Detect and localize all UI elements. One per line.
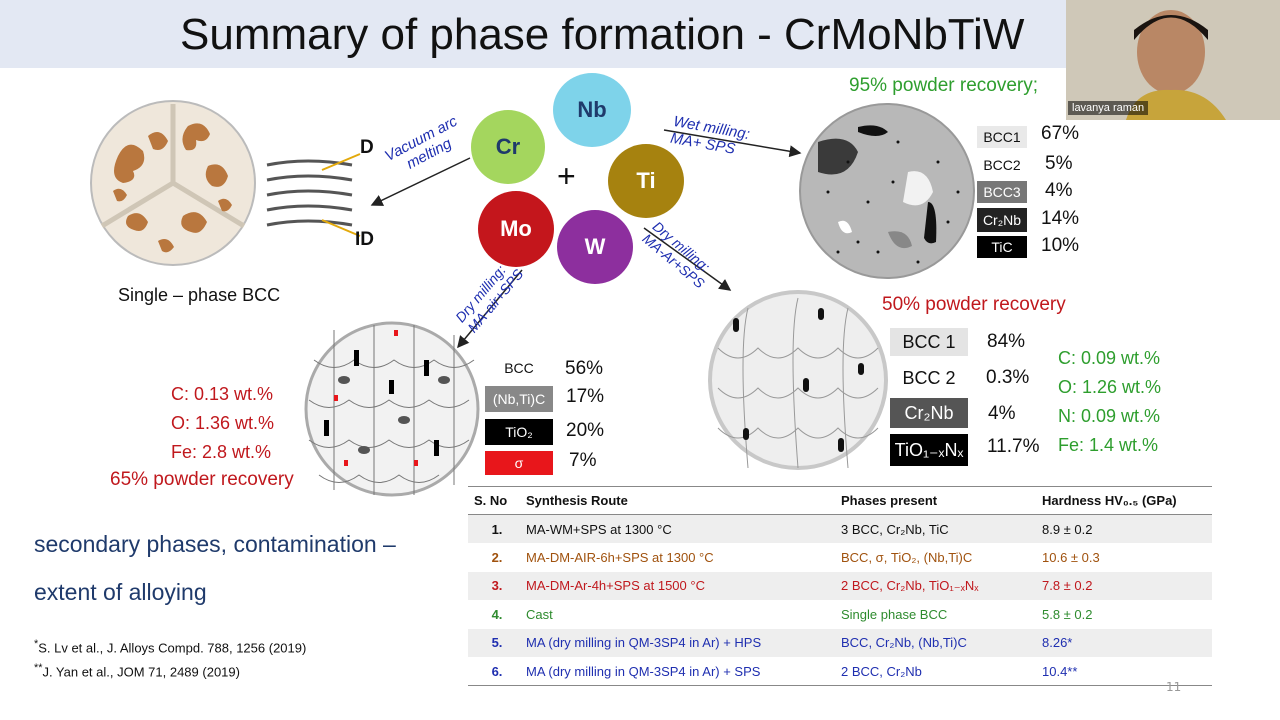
table-cell-route: MA (dry milling in QM-3SP4 in Ar) + HPS	[520, 628, 835, 657]
dry-air-microstructure	[304, 321, 480, 497]
element-nb: Nb	[553, 73, 631, 147]
table-cell-no: 2.	[491, 549, 503, 565]
wet-phase-bcc2: BCC2	[977, 154, 1027, 176]
table-cell-phases: 2 BCC, Cr₂Nb, TiO₁₋ₓNₓ	[835, 571, 1036, 600]
table-cell-phases: 3 BCC, Cr₂Nb, TiC	[835, 514, 1036, 543]
cast-phase-label: Single – phase BCC	[118, 285, 281, 305]
dry-air-phase-bcc: BCC	[485, 357, 553, 379]
element-mo: Mo	[478, 191, 554, 267]
reference-item: *S. Lv et al., J. Alloys Compd. 788, 125…	[34, 638, 307, 656]
dry-ar-microstructure	[708, 290, 888, 470]
table-cell-no: 1.	[468, 514, 520, 543]
table-cell-no: 3.	[468, 571, 520, 600]
presenter-name: lavanya raman	[1068, 101, 1149, 115]
dry-air-phase-tio2: TiO₂	[485, 419, 553, 445]
dry-ar-phase-tion: TiO₁₋ₓNₓ	[890, 434, 968, 466]
dry-air-phase-sigma: σ	[485, 451, 553, 475]
element-ti: Ti	[608, 144, 684, 218]
wet-pct-bcc3: 4%	[1045, 180, 1073, 201]
table-cell-phases: 2 BCC, Cr₂Nb	[835, 657, 1036, 686]
wet-milling-microstructure	[799, 103, 975, 279]
dry-air-recovery: 65% powder recovery	[110, 469, 294, 490]
table-cell-route: MA-WM+SPS at 1300 °C	[520, 514, 835, 543]
dendrite-diagram	[266, 153, 361, 237]
wet-phase-cr2nb: Cr₂Nb	[977, 208, 1027, 232]
dry-ar-phase-cr2nb: Cr₂Nb	[890, 398, 968, 428]
dry-ar-phase-bcc2: BCC 2	[890, 364, 968, 392]
wet-pct-bcc2: 5%	[1045, 153, 1073, 174]
dry-air-composition: C: 0.13 wt.% O: 1.36 wt.% Fe: 2.8 wt.%	[171, 384, 275, 462]
dry-ar-composition: C: 0.09 wt.% O: 1.26 wt.% N: 0.09 wt.% F…	[1058, 348, 1162, 455]
element-label: W	[584, 234, 606, 259]
presenter-silhouette	[1066, 0, 1280, 120]
synthesis-summary-table: S. No Synthesis Route Phases present Har…	[468, 486, 1212, 686]
dry-ar-pct-tion: 11.7%	[987, 436, 1040, 457]
dry-air-pct-nbtic: 17%	[566, 386, 605, 407]
presenter-video: lavanya raman	[1066, 0, 1280, 120]
dry-ar-pct-cr2nb: 4%	[988, 403, 1016, 424]
table-cell-no: 4.	[491, 606, 503, 622]
dry-air-phase-nbtic: (Nb,Ti)C	[485, 386, 553, 412]
col-header-phases: Phases present	[835, 486, 1036, 515]
references: *S. Lv et al., J. Alloys Compd. 788, 125…	[34, 634, 306, 683]
wet-phase-bcc1: BCC1	[977, 126, 1027, 148]
table-row: 5.MA (dry milling in QM-3SP4 in Ar) + HP…	[468, 628, 1212, 657]
table-cell-phases: BCC, σ, TiO₂, (Nb,Ti)C	[841, 549, 973, 565]
table-cell-phases: Single phase BCC	[841, 606, 948, 622]
element-label: Ti	[636, 168, 656, 193]
dry-ar-phase-bcc1: BCC 1	[890, 328, 968, 356]
table-cell-hardness: 5.8 ± 0.2	[1042, 606, 1093, 622]
dry-air-pct-bcc: 56%	[565, 358, 604, 379]
secondary-phases-note: secondary phases, contamination – extent…	[34, 531, 396, 605]
wet-pct-cr2nb: 14%	[1041, 208, 1080, 229]
table-row: 6.MA (dry milling in QM-3SP4 in Ar) + SP…	[468, 657, 1212, 686]
wet-pct-tic: 10%	[1041, 235, 1080, 256]
table-cell-no: 5.	[468, 628, 520, 657]
element-label: Nb	[577, 97, 607, 122]
table-header-row: S. No Synthesis Route Phases present Har…	[468, 486, 1212, 515]
element-cr: Cr	[471, 110, 545, 184]
element-label: Mo	[500, 216, 532, 241]
cast-microstructure	[90, 100, 256, 266]
table-cell-hardness: 10.6 ± 0.3	[1042, 549, 1100, 565]
table-cell-hardness: 7.8 ± 0.2	[1036, 571, 1212, 600]
element-w: W	[557, 210, 633, 284]
reference-item: **J. Yan et al., JOM 71, 2489 (2019)	[34, 662, 240, 680]
table-row: 4. Cast Single phase BCC 5.8 ± 0.2	[468, 600, 1212, 629]
table-cell-route: MA-DM-Ar-4h+SPS at 1500 °C	[520, 571, 835, 600]
dry-air-pct-sigma: 7%	[569, 450, 597, 471]
slide-title: Summary of phase formation - CrMoNbTiW	[180, 10, 1025, 59]
dendrite-label: D	[360, 137, 374, 158]
plus-sign: +	[557, 158, 576, 194]
wet-phase-tic: TiC	[977, 236, 1027, 258]
wet-phase-bcc3: BCC3	[977, 181, 1027, 203]
col-header-sno: S. No	[468, 486, 520, 515]
dry-ar-pct-bcc2: 0.3%	[986, 367, 1030, 388]
dry-air-pct-tio2: 20%	[566, 420, 605, 441]
table-cell-route: Cast	[526, 606, 553, 622]
col-header-route: Synthesis Route	[520, 486, 835, 515]
wet-pct-bcc1: 67%	[1041, 123, 1080, 144]
slide-number: 11	[1166, 680, 1182, 694]
dry-ar-pct-bcc1: 84%	[987, 331, 1026, 352]
table-cell-no: 6.	[468, 657, 520, 686]
table-cell-phases: BCC, Cr₂Nb, (Nb,Ti)C	[835, 628, 1036, 657]
table-cell-hardness: 10.4**	[1036, 657, 1212, 686]
table-cell-route: MA (dry milling in QM-3SP4 in Ar) + SPS	[520, 657, 835, 686]
interdendrite-label: ID	[355, 229, 374, 250]
wet-recovery: 95% powder recovery;	[849, 75, 1039, 96]
dry-ar-recovery: 50% powder recovery	[882, 294, 1066, 315]
table-cell-hardness: 8.26*	[1036, 628, 1212, 657]
col-header-hardness: Hardness HV₀.₅ (GPa)	[1036, 486, 1212, 515]
element-label: Cr	[495, 134, 521, 159]
table-cell-hardness: 8.9 ± 0.2	[1036, 514, 1212, 543]
table-row: 2. MA-DM-AIR-6h+SPS at 1300 °C BCC, σ, TiO…	[468, 543, 1212, 572]
table-cell-route: MA-DM-AIR-6h+SPS at 1300 °C	[526, 549, 714, 565]
